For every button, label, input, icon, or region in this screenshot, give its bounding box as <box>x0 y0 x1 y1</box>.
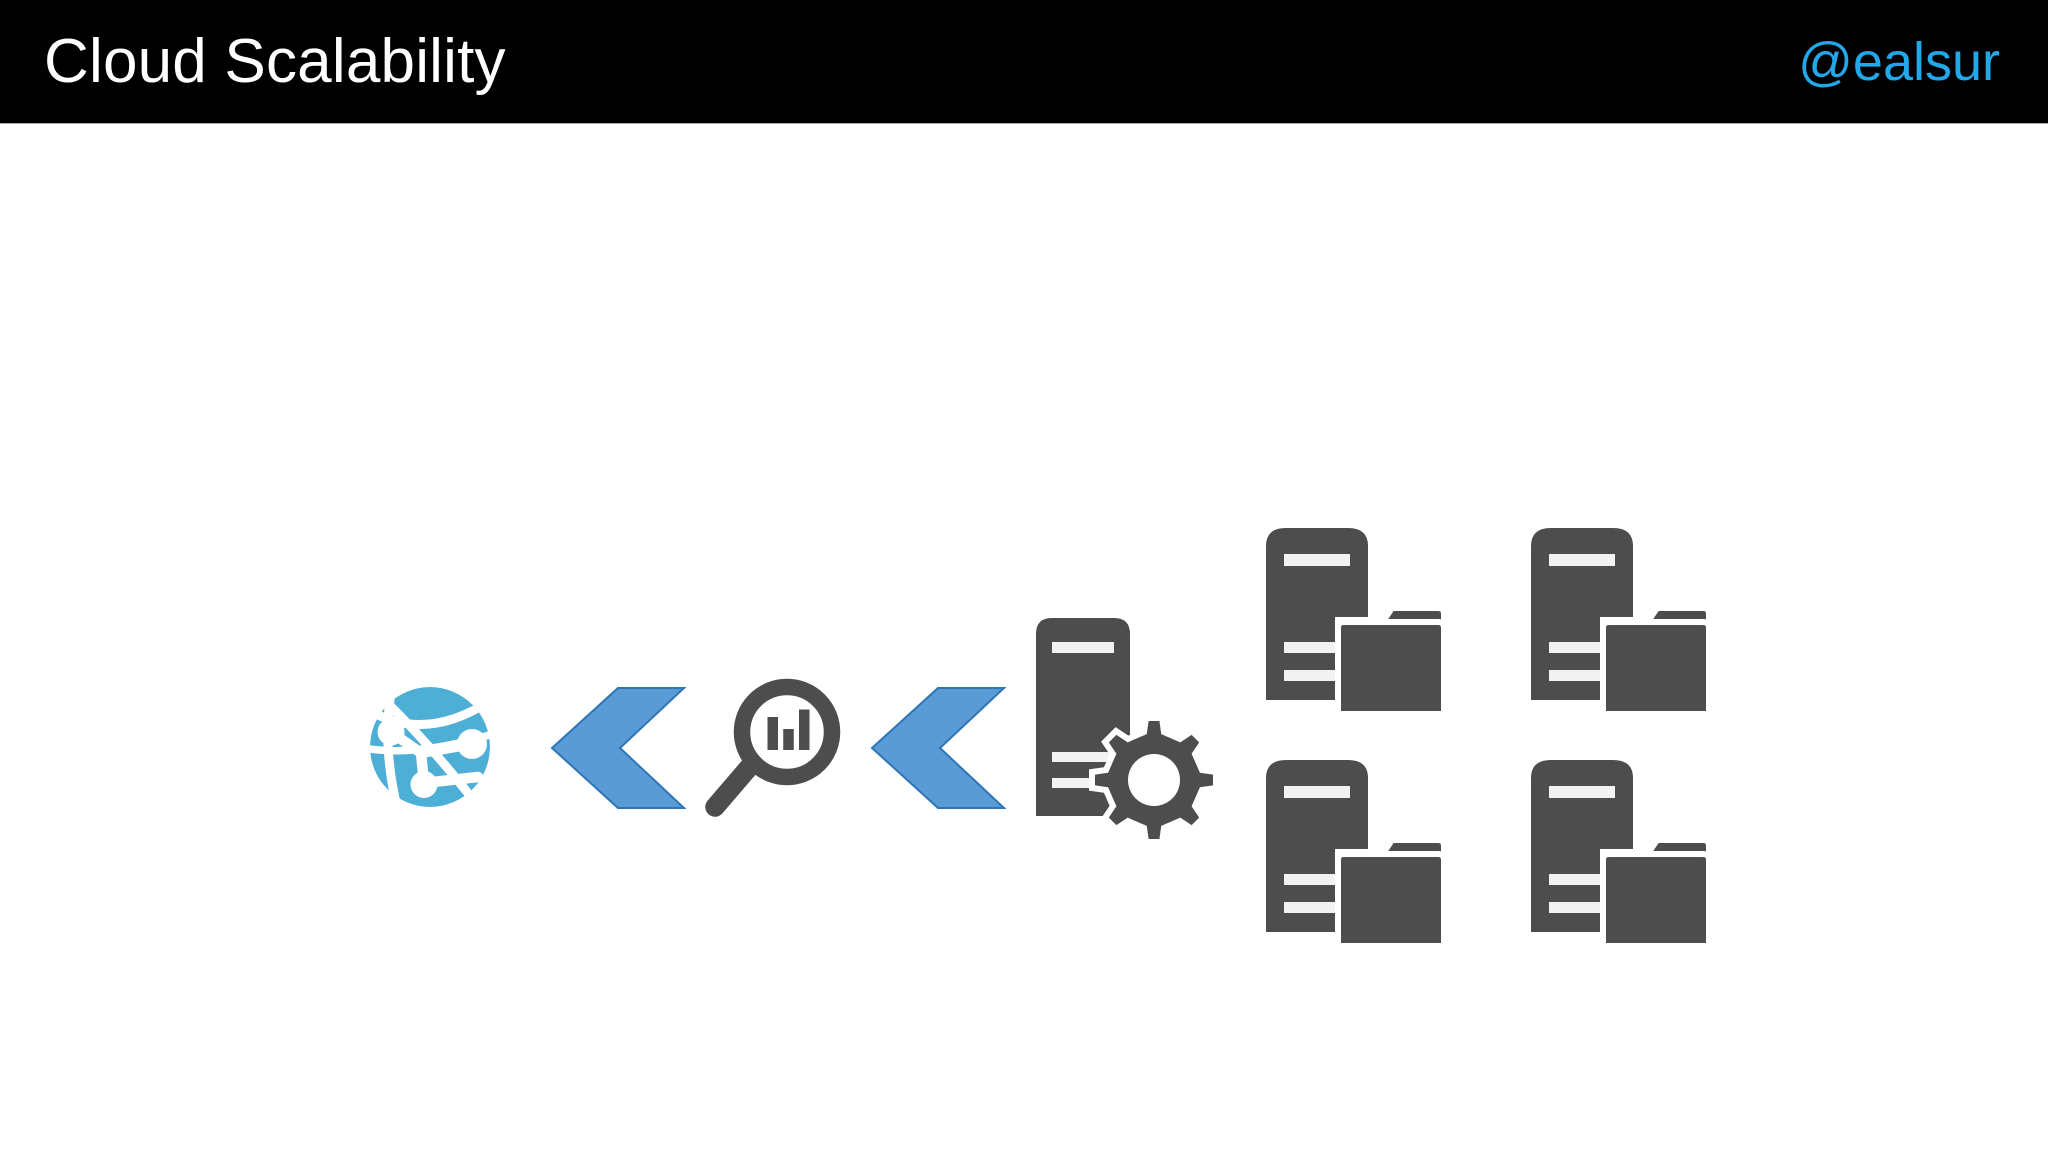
server-gear-icon <box>1032 616 1219 845</box>
data-node-grid <box>1262 524 1732 974</box>
twitter-handle: @ealsur <box>1798 31 2000 92</box>
chevron-left-arrow-2 <box>868 684 1008 812</box>
page-title: Cloud Scalability <box>44 26 506 96</box>
globe-network-icon <box>355 672 505 822</box>
slide-header-bar: Cloud Scalability @ealsur <box>0 0 2048 124</box>
slide-canvas <box>0 124 2048 1152</box>
server-folder-icon-1 <box>1262 524 1462 724</box>
server-folder-icon-2 <box>1527 524 1727 724</box>
gear-icon <box>1089 715 1219 845</box>
magnifier-bar-chart <box>767 709 810 750</box>
folder-icon <box>1335 605 1447 717</box>
folder-icon <box>1600 837 1712 949</box>
chevron-left-arrow-1 <box>548 684 688 812</box>
folder-icon <box>1335 837 1447 949</box>
server-folder-icon-3 <box>1262 756 1462 956</box>
magnifier-chart-icon <box>700 672 850 822</box>
folder-icon <box>1600 605 1712 717</box>
server-folder-icon-4 <box>1527 756 1727 956</box>
